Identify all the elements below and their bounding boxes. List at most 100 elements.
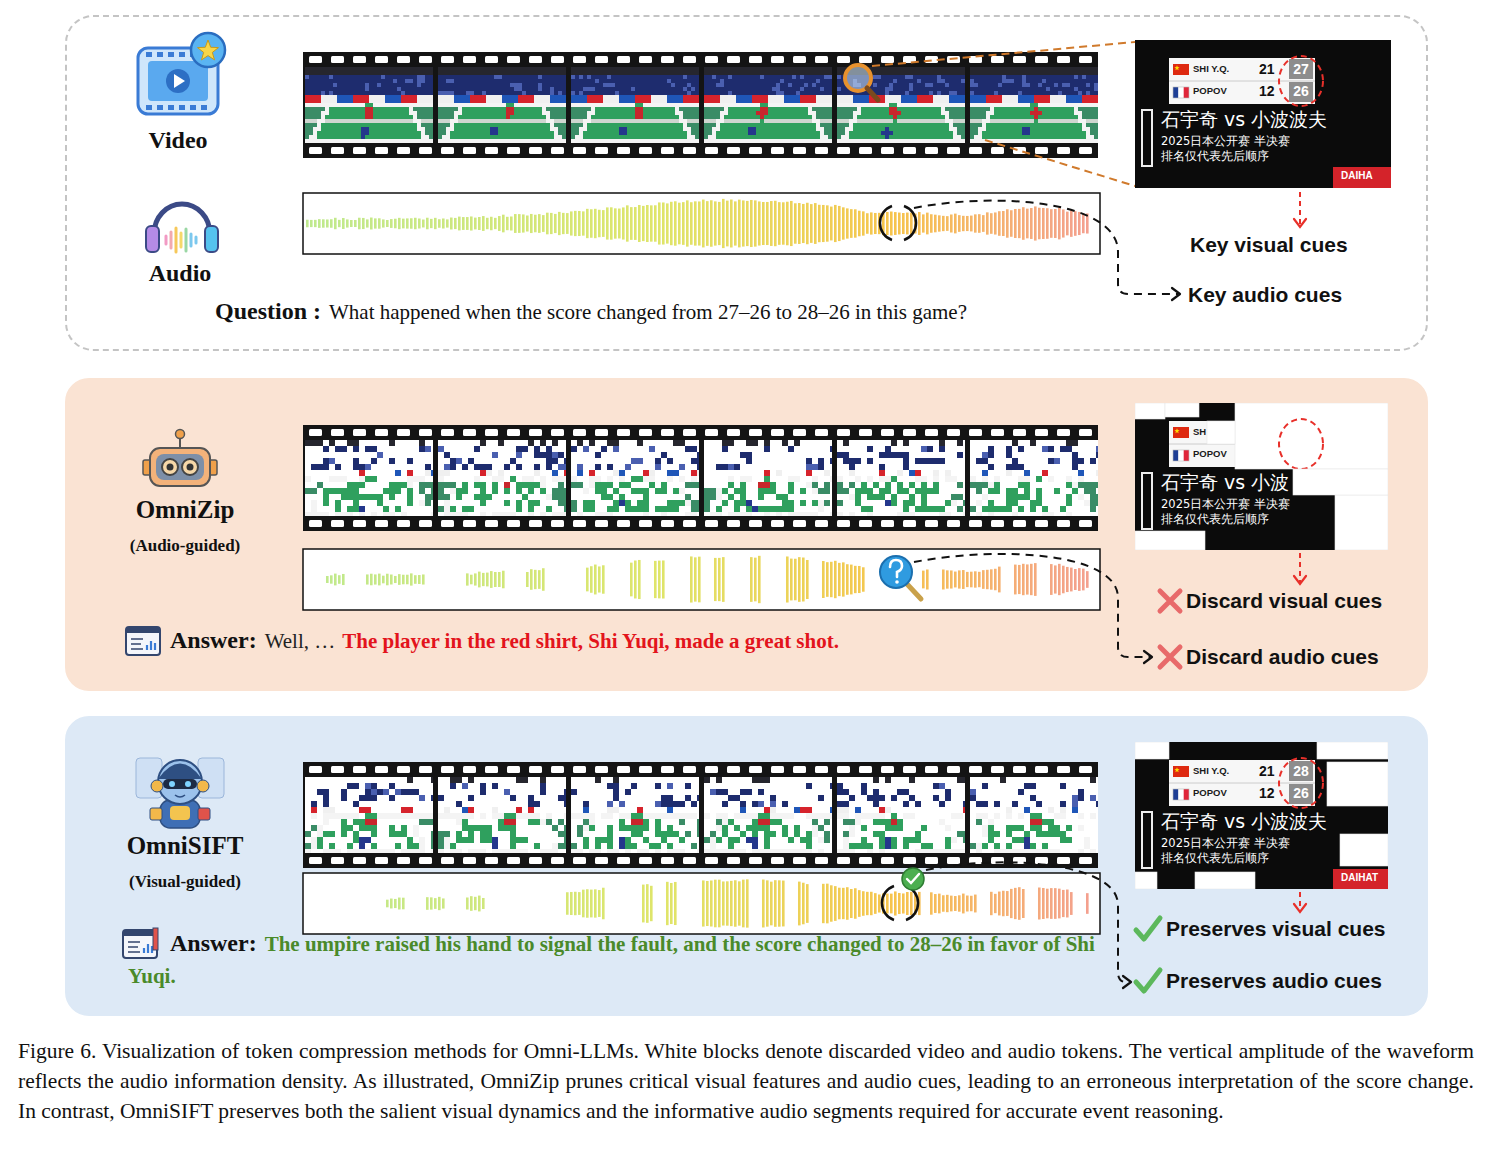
video-token bbox=[466, 95, 470, 99]
video-token bbox=[365, 127, 369, 131]
video-token bbox=[502, 79, 506, 83]
video-icon bbox=[168, 52, 174, 57]
video-token bbox=[591, 123, 595, 127]
video-token bbox=[639, 91, 643, 95]
video-token bbox=[341, 103, 345, 107]
video-token bbox=[820, 71, 824, 75]
video-token bbox=[510, 103, 514, 107]
video-token bbox=[510, 115, 514, 119]
sprocket-hole bbox=[991, 147, 1004, 154]
video-token bbox=[365, 99, 369, 103]
video-token bbox=[305, 71, 309, 75]
video-token bbox=[550, 119, 554, 123]
video-token bbox=[534, 123, 538, 127]
video-token bbox=[462, 67, 466, 71]
video-token bbox=[337, 115, 341, 119]
video-token bbox=[659, 111, 663, 115]
video-token bbox=[518, 111, 522, 115]
video-token bbox=[627, 95, 631, 99]
video-token bbox=[583, 75, 587, 79]
video-token bbox=[425, 119, 429, 123]
video-token bbox=[631, 83, 635, 87]
video-token bbox=[494, 95, 498, 99]
video-token bbox=[635, 91, 639, 95]
video-token bbox=[530, 91, 534, 95]
video-token bbox=[679, 79, 683, 83]
video-token bbox=[393, 79, 397, 83]
video-token bbox=[349, 83, 353, 87]
video-token bbox=[353, 119, 357, 123]
video-token bbox=[603, 75, 607, 79]
video-token bbox=[365, 139, 369, 143]
video-token bbox=[309, 103, 313, 107]
video-token bbox=[442, 123, 446, 127]
video-token bbox=[611, 83, 615, 87]
video-token bbox=[595, 107, 599, 111]
video-token bbox=[538, 119, 542, 123]
sprocket-hole bbox=[1035, 147, 1048, 154]
video-token bbox=[369, 127, 373, 131]
video-token bbox=[583, 107, 587, 111]
video-token bbox=[526, 131, 530, 135]
video-token bbox=[695, 103, 699, 107]
video-token bbox=[530, 87, 534, 91]
video-icon bbox=[157, 105, 163, 110]
video-token bbox=[333, 107, 337, 111]
video-token bbox=[683, 119, 687, 123]
video-token bbox=[635, 123, 639, 127]
video-token bbox=[429, 139, 433, 143]
video-token bbox=[389, 139, 393, 143]
video-token bbox=[712, 71, 716, 75]
video-token bbox=[494, 75, 498, 79]
video-token bbox=[305, 123, 309, 127]
video-token bbox=[655, 107, 659, 111]
video-token bbox=[643, 79, 647, 83]
video-token bbox=[337, 123, 341, 127]
video-token bbox=[695, 107, 699, 111]
video-icon bbox=[146, 52, 152, 57]
video-token bbox=[446, 115, 450, 119]
video-token bbox=[704, 67, 708, 71]
video-token bbox=[671, 79, 675, 83]
video-token bbox=[450, 87, 454, 91]
video-token bbox=[651, 139, 655, 143]
video-token bbox=[313, 127, 317, 131]
video-token bbox=[538, 103, 542, 107]
video-token bbox=[361, 79, 365, 83]
video-token bbox=[776, 71, 780, 75]
video-token bbox=[510, 91, 514, 95]
video-token bbox=[562, 135, 566, 139]
video-token bbox=[619, 71, 623, 75]
video-token bbox=[627, 131, 631, 135]
video-token bbox=[675, 99, 679, 103]
video-token bbox=[313, 83, 317, 87]
video-token bbox=[466, 91, 470, 95]
video-token bbox=[317, 131, 321, 135]
video-token bbox=[421, 135, 425, 139]
video-token bbox=[788, 67, 792, 71]
video-token bbox=[401, 67, 405, 71]
video-token bbox=[712, 75, 716, 79]
video-token bbox=[446, 75, 450, 79]
video-token bbox=[683, 103, 687, 107]
video-token bbox=[687, 99, 691, 103]
video-token bbox=[454, 67, 458, 71]
video-token bbox=[679, 127, 683, 131]
sprocket-hole bbox=[397, 56, 410, 63]
video-token bbox=[619, 123, 623, 127]
video-token bbox=[695, 131, 699, 135]
video-token bbox=[627, 123, 631, 127]
video-token bbox=[708, 75, 712, 79]
video-token bbox=[591, 67, 595, 71]
video-token bbox=[631, 119, 635, 123]
video-token bbox=[321, 71, 325, 75]
video-token bbox=[599, 91, 603, 95]
video-token bbox=[558, 123, 562, 127]
video-token bbox=[421, 103, 425, 107]
video-token bbox=[627, 139, 631, 143]
video-token bbox=[534, 67, 538, 71]
video-token bbox=[663, 95, 667, 99]
video-token bbox=[425, 135, 429, 139]
video-token bbox=[345, 107, 349, 111]
video-token bbox=[635, 139, 639, 143]
